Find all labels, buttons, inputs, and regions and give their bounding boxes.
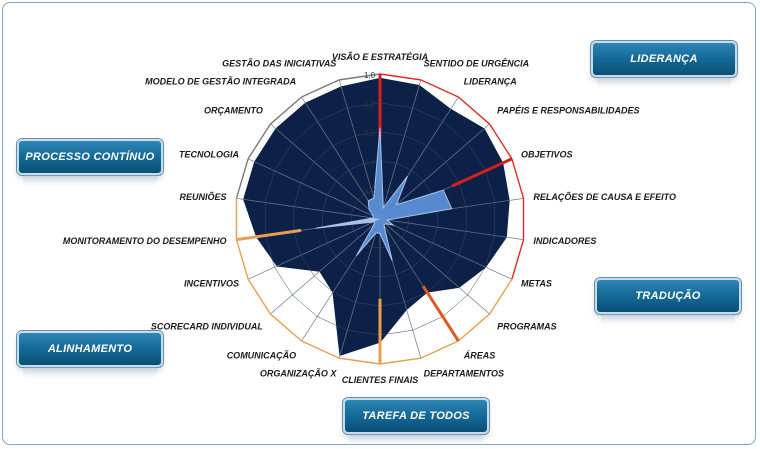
outer-ring-segment <box>511 239 525 280</box>
tick-label: 0,4 <box>364 158 376 167</box>
category-label: ORGANIZAÇÃO X <box>260 369 337 379</box>
outer-ring-segment <box>511 158 525 199</box>
outer-ring-segment <box>379 357 421 365</box>
outer-ring-segment <box>247 278 272 315</box>
spoke <box>338 218 381 359</box>
outer-ring-segment <box>457 96 491 125</box>
category-label: METAS <box>521 278 552 288</box>
category-label: SCORECARD INDIVIDUAL <box>151 322 263 332</box>
outer-ring-segment <box>457 313 491 342</box>
category-label: RELAÇÕES DE CAUSA E EFEITO <box>533 192 676 202</box>
outer-ring-segment <box>269 313 303 342</box>
tick-label: 0,6 <box>364 129 376 138</box>
spoke <box>236 198 381 220</box>
spoke <box>379 79 422 220</box>
spoke <box>379 123 490 220</box>
group-button-lideranca[interactable]: LIDERANÇA <box>591 41 737 89</box>
category-label: INDICADORES <box>533 236 596 246</box>
spoke <box>301 96 381 220</box>
category-label: PAPÉIS E RESPONSABILIDADES <box>497 105 639 115</box>
outer-ring-segment <box>301 79 340 98</box>
spoke <box>379 218 513 280</box>
spoke <box>247 158 381 220</box>
outer-ring-segment <box>235 158 249 199</box>
outer-ring-segment <box>269 96 303 125</box>
category-label: OBJETIVOS <box>521 150 573 160</box>
group-button-alinhamento[interactable]: ALINHAMENTO <box>17 331 163 379</box>
outer-ring-segment <box>339 73 381 81</box>
category-label: VISÃO E ESTRATÉGIA <box>332 52 428 62</box>
category-label: LIDERANÇA <box>464 77 517 87</box>
category-label: PROGRAMAS <box>497 322 557 332</box>
category-label: MONITORAMENTO DO DESEMPENHO <box>63 236 227 246</box>
category-label: ÁREAS <box>463 350 496 360</box>
group-button-traducao[interactable]: TRADUÇÃO <box>595 278 741 326</box>
category-label: MODELO DE GESTÃO INTEGRADA <box>145 77 296 87</box>
spoke <box>338 79 381 220</box>
outer-ring-segment <box>235 239 249 280</box>
outer-ring-segment <box>420 79 459 98</box>
series-inner-highlight <box>315 217 380 229</box>
outer-ring-segment <box>488 278 513 315</box>
category-label: REUNIÕES <box>180 192 227 202</box>
spoke <box>379 218 524 240</box>
tick-label: 0,2 <box>364 187 376 196</box>
grid-ring <box>322 160 438 278</box>
outer-ring-segment <box>488 123 513 160</box>
outer-ring-segment <box>379 73 421 81</box>
outer-ring-segment <box>339 357 381 365</box>
category-label: CLIENTES FINAIS <box>342 375 419 385</box>
category-label: GESTÃO DAS INICIATIVAS <box>222 58 336 68</box>
tick-label: 0,8 <box>364 100 376 109</box>
spoke <box>270 123 381 220</box>
category-label: DEPARTAMENTOS <box>424 369 504 379</box>
outer-ring-segment <box>247 123 272 160</box>
category-label: ORÇAMENTO <box>204 105 263 115</box>
spoke <box>379 218 490 315</box>
outer-ring-segment <box>301 340 340 359</box>
spoke <box>270 218 381 315</box>
outer-ring-segment <box>420 340 459 359</box>
spoke <box>247 218 381 280</box>
category-label: SENTIDO DE URGÊNCIA <box>424 57 530 68</box>
accent-line <box>236 228 302 242</box>
category-label: COMUNICAÇÃO <box>227 350 297 360</box>
accent-line <box>451 157 513 188</box>
group-button-processo-continuo[interactable]: PROCESSO CONTÍNUO <box>17 139 163 187</box>
group-button-tarefa-de-todos[interactable]: TAREFA DE TODOS <box>343 398 489 446</box>
tick-label: 1,0 <box>364 71 376 80</box>
category-label: INCENTIVOS <box>184 278 239 288</box>
category-label: TECNOLOGIA <box>179 150 239 160</box>
series-inner-area <box>315 127 453 261</box>
accent-line <box>421 285 460 342</box>
